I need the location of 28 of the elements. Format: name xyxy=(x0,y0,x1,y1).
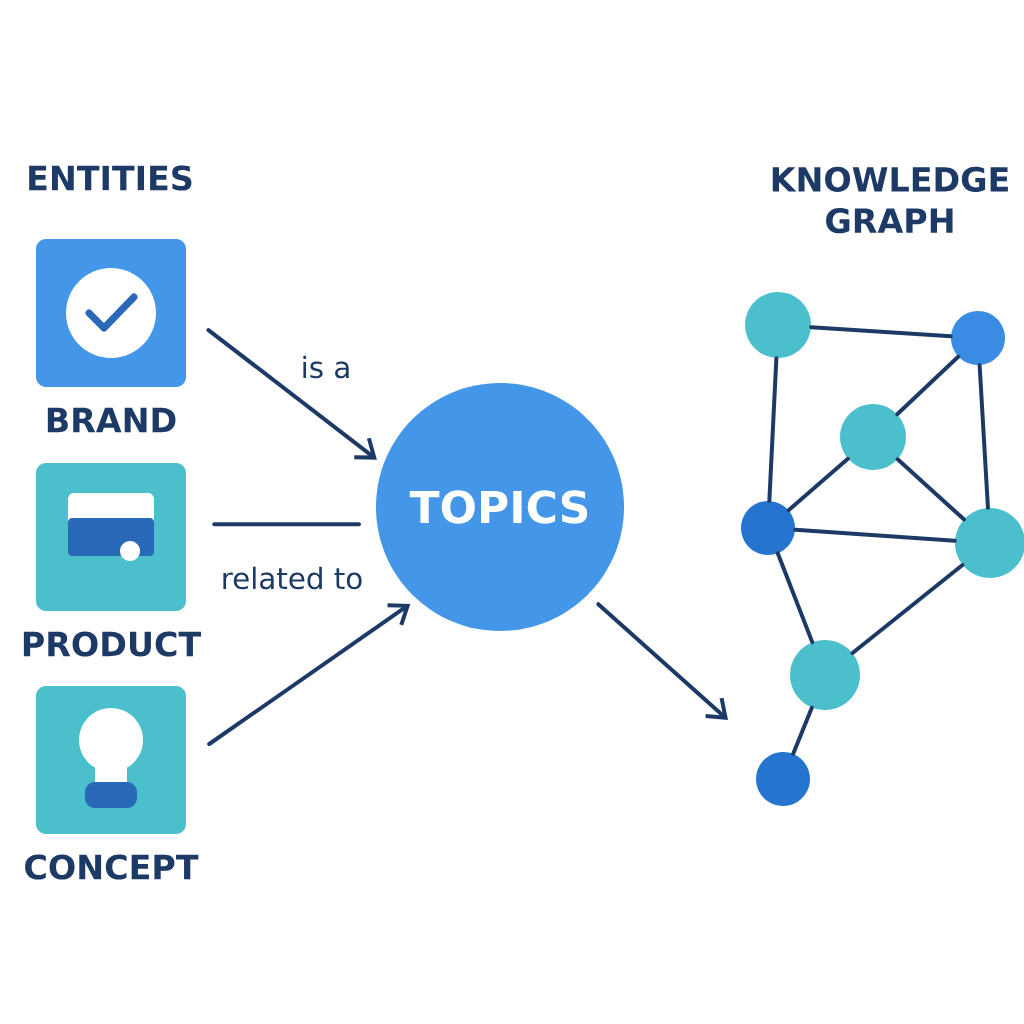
connector-line xyxy=(212,522,361,527)
arrow xyxy=(207,603,411,746)
graph-link xyxy=(767,356,779,503)
graph-node xyxy=(745,292,811,358)
graph-link xyxy=(977,363,990,510)
graph-node xyxy=(955,508,1024,578)
graph-node xyxy=(951,311,1005,365)
graph-link xyxy=(793,527,957,543)
arrow xyxy=(596,602,728,720)
graph-link xyxy=(791,705,814,756)
graph-link xyxy=(786,456,850,513)
graph-link xyxy=(850,563,965,655)
graph-node xyxy=(840,404,906,470)
edge-label: related to xyxy=(219,565,365,591)
entity-label: CONCEPT xyxy=(25,854,199,880)
graph-node xyxy=(756,752,810,806)
edge-label: is a xyxy=(299,354,353,380)
arrow xyxy=(206,328,377,460)
graph-node xyxy=(790,640,860,710)
graph-link xyxy=(809,325,953,339)
entity-label: PRODUCT xyxy=(23,631,201,657)
graph-node xyxy=(741,501,795,555)
heading: ENTITIES xyxy=(29,165,192,191)
graph-link xyxy=(895,457,966,522)
entity-label: BRAND xyxy=(47,407,176,433)
graph-link xyxy=(895,354,961,417)
heading: KNOWLEDGE GRAPH xyxy=(772,166,1008,234)
graph-link xyxy=(775,551,815,645)
